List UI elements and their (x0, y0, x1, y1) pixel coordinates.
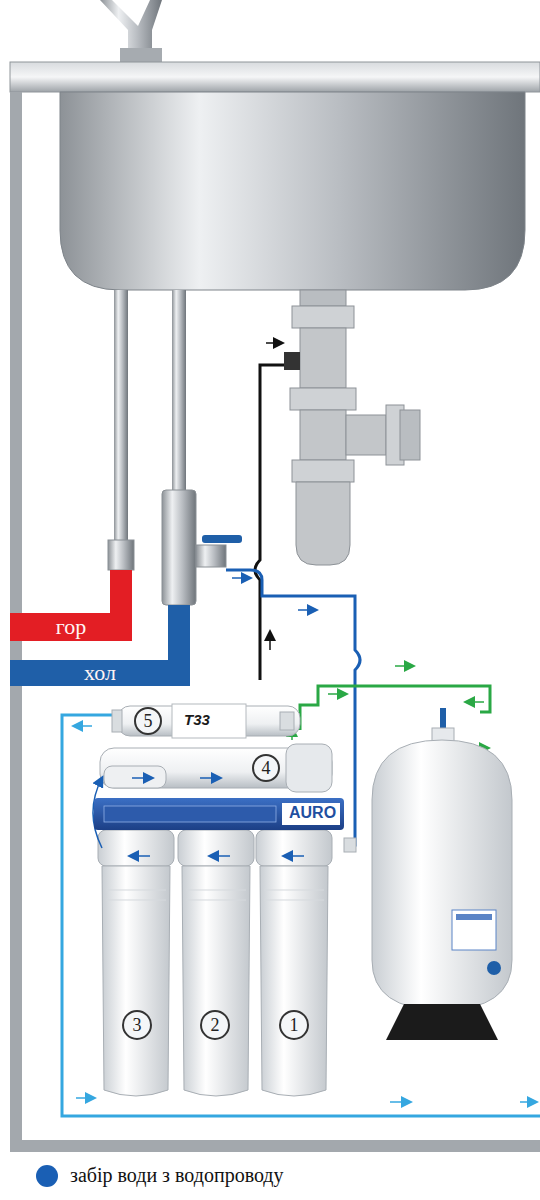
callout-number: 1 (290, 1016, 299, 1034)
callout-circle: 4 (252, 754, 280, 782)
brand-label: AURO (286, 804, 339, 822)
callout-circle: 3 (122, 1010, 152, 1040)
legend-swatch (36, 1165, 58, 1187)
callout-circle: 2 (200, 1010, 230, 1040)
callout-circle: 5 (134, 707, 162, 735)
hot-pipe-band: гор (10, 613, 132, 641)
callout-number: 3 (133, 1016, 142, 1034)
pipe-label: хол (84, 662, 116, 684)
callout-number: 4 (262, 759, 271, 777)
cold-pipe-band: хол (10, 660, 190, 686)
callout-number: 5 (144, 712, 153, 730)
legend-row: забір води з водопроводу (36, 1164, 284, 1187)
callout-circle: 1 (279, 1010, 309, 1040)
module-label: T33 (182, 711, 212, 728)
legend-text: забір води з водопроводу (70, 1164, 284, 1187)
callout-number: 2 (211, 1016, 220, 1034)
pipe-label: гор (56, 616, 86, 638)
